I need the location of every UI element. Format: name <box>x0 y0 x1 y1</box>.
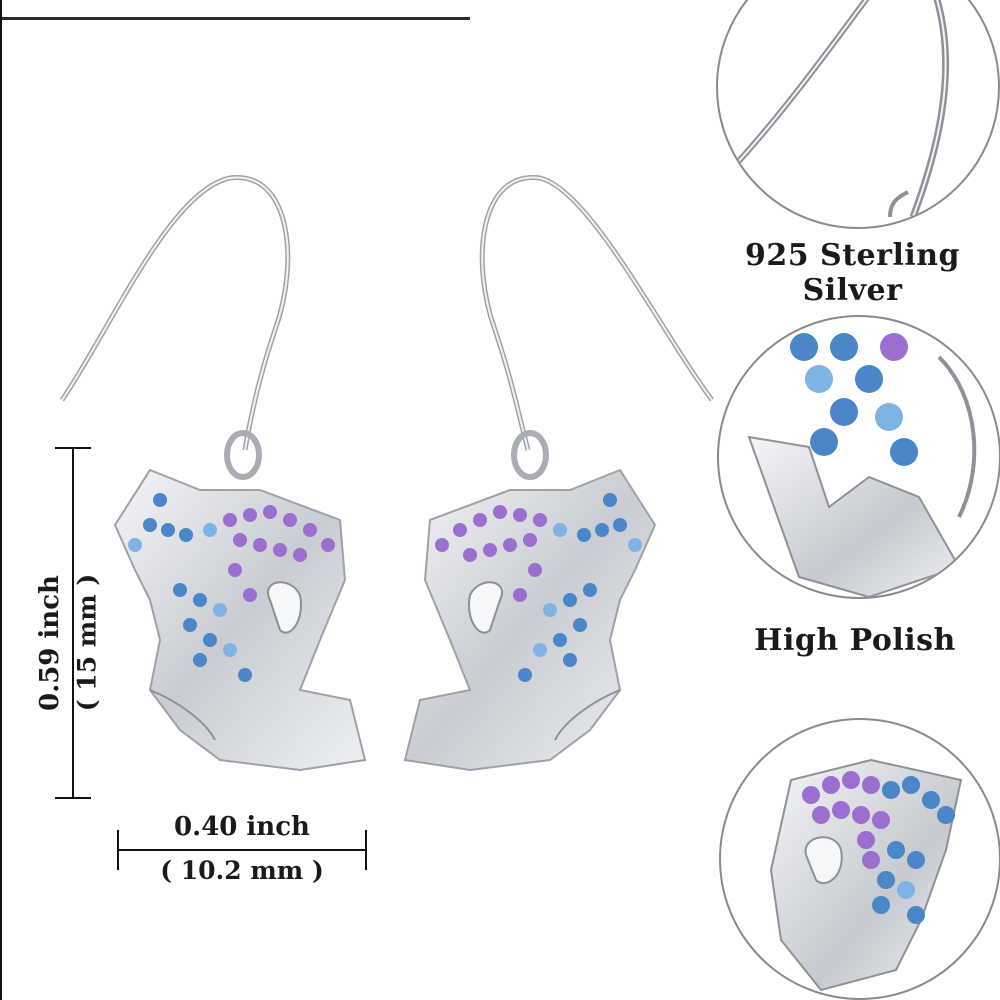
detail-circle-pendant <box>719 718 1000 1000</box>
height-dimension-cap-top <box>55 447 91 449</box>
left-border <box>0 0 2 1000</box>
hook-closeup-image <box>735 0 950 219</box>
detail-circle-tail <box>717 315 1000 599</box>
crystal-stones-left <box>128 493 335 682</box>
feature-caption-sterling-silver: 925 Sterling Silver <box>744 238 961 308</box>
feature-caption-high-polish: High Polish <box>754 623 956 658</box>
detail-circle-hook <box>716 0 1000 229</box>
crystal-stones-right <box>435 493 642 682</box>
height-inch-label: 0.59 inch <box>35 575 65 711</box>
width-dimension-line <box>118 849 366 851</box>
width-dimension-cap-left <box>117 830 119 870</box>
width-dimension-cap-right <box>365 830 367 870</box>
height-dimension-line <box>72 448 74 798</box>
height-dimension-cap-bottom <box>55 797 91 799</box>
tail-closeup-image <box>747 333 977 597</box>
width-inch-label: 0.40 inch <box>174 812 310 842</box>
earrings-photo <box>59 175 715 772</box>
height-mm-label: ( 15 mm ) <box>72 573 102 712</box>
top-divider-line <box>2 17 470 20</box>
width-mm-label: ( 10.2 mm ) <box>160 856 324 885</box>
pendant-closeup-image <box>769 758 963 992</box>
